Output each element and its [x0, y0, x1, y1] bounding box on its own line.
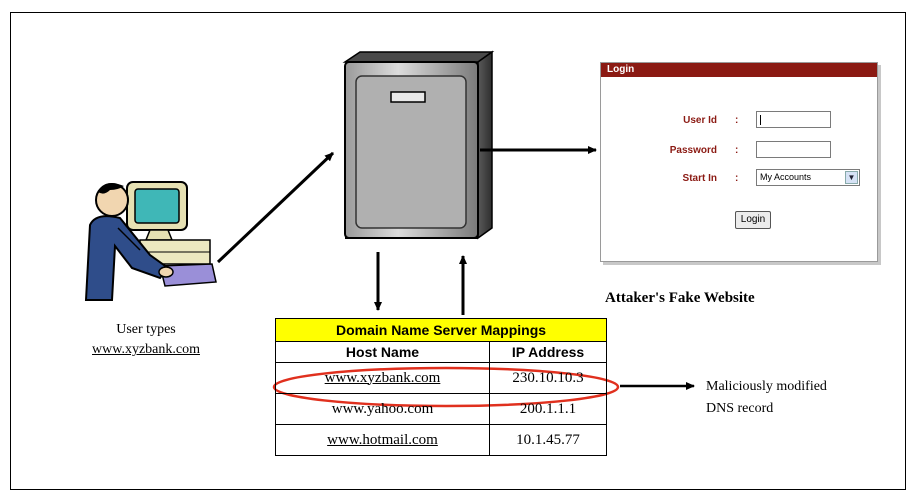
table-row: www.xyzbank.com 230.10.10.3 — [275, 362, 607, 394]
dns-server-icon — [342, 50, 495, 240]
login-title-bar: Login — [601, 63, 877, 77]
user-caption-line1: User types — [116, 322, 176, 337]
user-computer-icon — [84, 181, 217, 301]
table-row: www.yahoo.com 200.1.1.1 — [275, 393, 607, 425]
ip-cell: 200.1.1.1 — [489, 393, 607, 425]
password-label: Password — [669, 145, 717, 156]
login-row-startin: Start In : My Accounts ▼ — [601, 169, 877, 189]
login-row-password: Password : — [601, 141, 877, 161]
password-input[interactable] — [756, 141, 831, 158]
malicious-record-note: Maliciously modified DNS record — [706, 376, 827, 420]
note-line2: DNS record — [706, 401, 774, 416]
col-host-name: Host Name — [275, 341, 490, 363]
diagram-frame — [10, 12, 906, 490]
chevron-down-icon[interactable]: ▼ — [845, 171, 858, 184]
table-row: www.hotmail.com 10.1.45.77 — [275, 424, 607, 456]
host-cell: www.xyzbank.com — [275, 362, 490, 394]
host-cell: www.yahoo.com — [275, 393, 490, 425]
startin-selected-value: My Accounts — [760, 172, 812, 182]
user-caption: User types www.xyzbank.com — [56, 320, 236, 360]
userid-input[interactable] — [756, 111, 831, 128]
col-ip-address: IP Address — [489, 341, 607, 363]
startin-select[interactable]: My Accounts ▼ — [756, 169, 860, 186]
ip-cell: 230.10.10.3 — [489, 362, 607, 394]
host-cell: www.hotmail.com — [275, 424, 490, 456]
user-caption-url: www.xyzbank.com — [92, 342, 200, 357]
fake-login-window: Login User Id : Password : Start In : My… — [600, 62, 878, 262]
userid-label: User Id — [683, 115, 717, 126]
userid-separator: : — [735, 115, 739, 126]
dns-table-title: Domain Name Server Mappings — [275, 318, 607, 342]
ip-cell: 10.1.45.77 — [489, 424, 607, 456]
fake-website-caption: Attaker's Fake Website — [605, 290, 755, 306]
startin-separator: : — [735, 173, 739, 184]
password-separator: : — [735, 145, 739, 156]
note-line1: Maliciously modified — [706, 379, 827, 394]
startin-label: Start In — [682, 173, 717, 184]
dns-mapping-table: Domain Name Server Mappings Host Name IP… — [275, 318, 607, 456]
login-row-userid: User Id : — [601, 111, 877, 131]
login-button[interactable]: Login — [735, 211, 771, 229]
